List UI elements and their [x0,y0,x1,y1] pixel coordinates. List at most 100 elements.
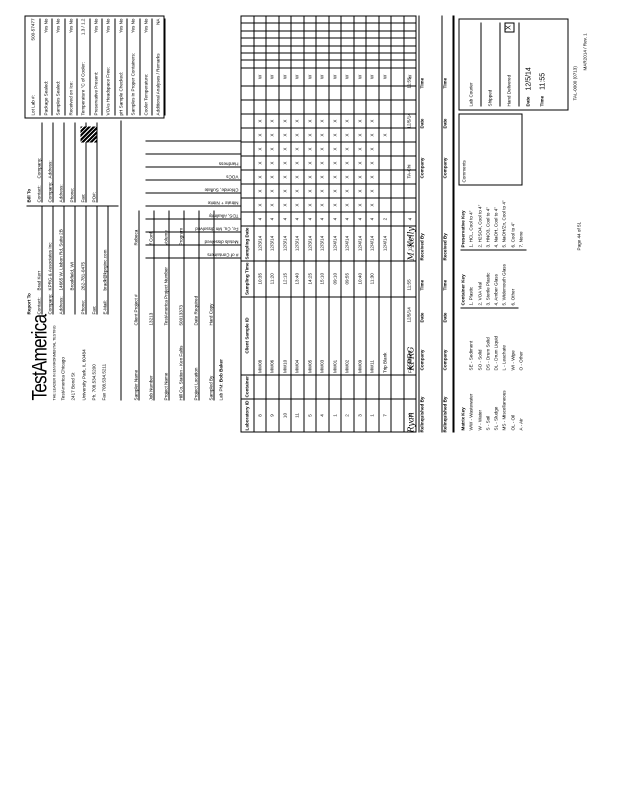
analysis-mark[interactable] [390,127,403,142]
lab-use-value[interactable]: Yes No [142,18,148,33]
delivery-option[interactable]: Shipped [481,22,500,106]
analysis-mark[interactable]: X [290,197,303,212]
analysis-mark[interactable] [353,99,366,114]
analysis-mark[interactable]: X [278,197,291,212]
analysis-mark[interactable] [403,99,416,114]
analysis-mark[interactable]: X [353,155,366,170]
analysis-mark[interactable]: X [340,155,353,170]
analysis-mark[interactable] [315,99,328,114]
analysis-mark[interactable] [390,197,403,212]
analysis-mark[interactable]: X [365,183,378,198]
analysis-mark[interactable]: X [265,113,278,128]
lab-use-value[interactable]: Yes No [117,18,123,33]
analysis-mark[interactable] [390,169,403,184]
analysis-mark[interactable]: X [265,127,278,142]
analysis-mark[interactable]: 4 [278,211,291,226]
analysis-mark[interactable]: X [378,127,391,142]
analysis-mark[interactable] [265,99,278,114]
delivery-option[interactable]: Lab Courier [462,22,481,106]
analysis-mark[interactable]: X [290,183,303,198]
analysis-mark[interactable]: X [303,183,316,198]
lab-use-value[interactable]: 500-57477 [30,18,36,40]
custody-rcompany[interactable]: TA-Chi [406,164,411,178]
analysis-mark[interactable] [378,113,391,128]
analysis-mark[interactable]: 4 [265,211,278,226]
analysis-mark[interactable]: X [365,141,378,156]
analysis-mark[interactable]: X [340,113,353,128]
analysis-mark[interactable]: 4 [253,211,266,226]
analysis-mark[interactable] [403,197,416,212]
analysis-mark[interactable]: X [253,141,266,156]
analysis-mark[interactable]: X [253,183,266,198]
custody-received[interactable]: M. Kelly [406,226,415,260]
analysis-mark[interactable]: X [290,127,303,142]
lab-use-value[interactable]: Yes No [42,18,48,33]
analysis-mark[interactable]: 4 [353,211,366,226]
analysis-mark[interactable]: X [340,141,353,156]
analysis-mark[interactable] [365,99,378,114]
analysis-mark[interactable] [390,141,403,156]
analysis-mark[interactable] [353,85,366,100]
analysis-mark[interactable] [390,85,403,100]
analysis-mark[interactable]: X [328,155,341,170]
analysis-mark[interactable]: X [328,169,341,184]
analysis-mark[interactable] [328,99,341,114]
analysis-mark[interactable]: X [253,127,266,142]
analysis-mark[interactable]: X [315,169,328,184]
analysis-mark[interactable]: X [253,155,266,170]
analysis-mark[interactable]: X [253,197,266,212]
analysis-mark[interactable]: X [303,127,316,142]
analysis-mark[interactable] [340,85,353,100]
lab-use-value[interactable]: Yes No [130,18,136,33]
analysis-mark[interactable]: X [365,169,378,184]
analysis-mark[interactable] [378,99,391,114]
analysis-mark[interactable]: 4 [315,211,328,226]
analysis-mark[interactable]: X [365,113,378,128]
analysis-mark[interactable] [378,169,391,184]
analysis-mark[interactable]: X [328,127,341,142]
analysis-mark[interactable]: X [265,197,278,212]
analysis-mark[interactable] [378,85,391,100]
analysis-mark[interactable]: X [265,183,278,198]
custody-company[interactable]: KPRG [406,346,415,370]
analysis-mark[interactable]: X [365,197,378,212]
analysis-mark[interactable] [403,141,416,156]
custody-rtime[interactable]: 11:55 [406,76,411,88]
analysis-mark[interactable]: X [315,141,328,156]
custody-date[interactable]: 12/5/14 [406,306,411,322]
analysis-mark[interactable]: X [315,197,328,212]
analysis-mark[interactable]: X [290,169,303,184]
lab-use-value[interactable]: Yes No [92,18,98,33]
analysis-mark[interactable]: 4 [403,211,416,226]
analysis-mark[interactable] [403,127,416,142]
analysis-mark[interactable]: X [340,169,353,184]
analysis-mark[interactable] [278,85,291,100]
analysis-mark[interactable]: X [265,141,278,156]
analysis-mark[interactable]: X [365,155,378,170]
checkbox-checked[interactable]: X [503,22,515,32]
analysis-mark[interactable]: X [315,155,328,170]
analysis-mark[interactable]: X [265,155,278,170]
analysis-mark[interactable] [278,99,291,114]
analysis-mark[interactable] [378,183,391,198]
lab-use-value[interactable]: NA [155,18,161,25]
analysis-mark[interactable] [390,155,403,170]
analysis-mark[interactable]: X [278,113,291,128]
analysis-mark[interactable]: X [353,197,366,212]
analysis-mark[interactable]: X [303,169,316,184]
analysis-mark[interactable] [290,85,303,100]
analysis-mark[interactable] [253,85,266,100]
analysis-mark[interactable] [378,197,391,212]
analysis-mark[interactable]: X [365,127,378,142]
analysis-mark[interactable]: X [278,183,291,198]
analysis-mark[interactable] [378,141,391,156]
analysis-mark[interactable]: X [265,169,278,184]
analysis-mark[interactable] [265,85,278,100]
analysis-mark[interactable]: X [278,169,291,184]
analysis-mark[interactable]: X [303,155,316,170]
analysis-mark[interactable]: 4 [328,211,341,226]
analysis-mark[interactable]: 4 [303,211,316,226]
analysis-mark[interactable] [340,99,353,114]
analysis-mark[interactable] [390,211,403,226]
